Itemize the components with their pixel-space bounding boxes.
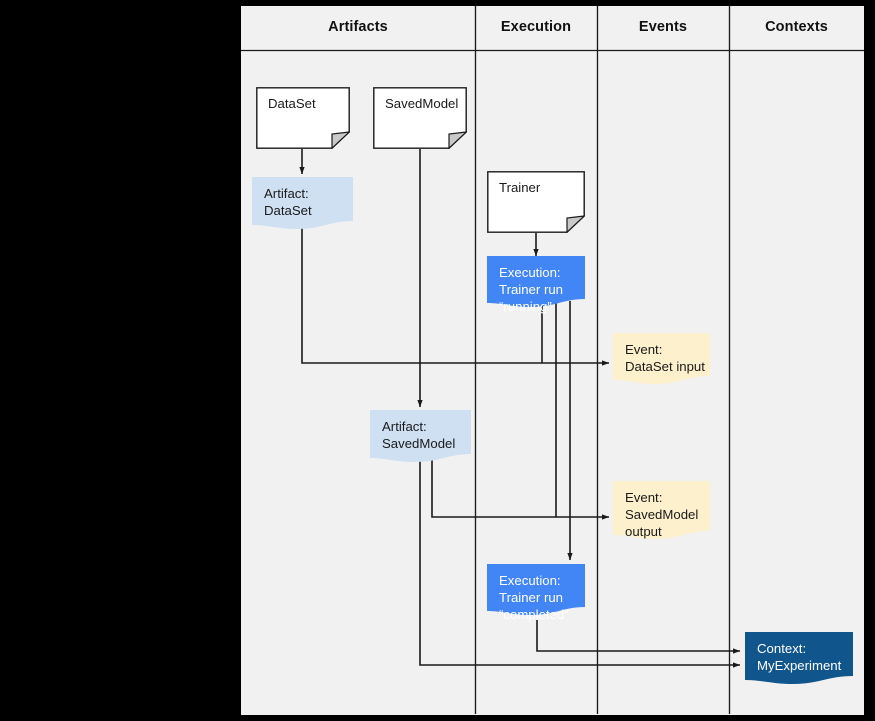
- edge-artifact-dataset-to-event: [301, 225, 610, 366]
- edge-artifact-savedmodel-to-context: [419, 458, 741, 668]
- node-label: Artifact: SavedModel: [382, 419, 456, 451]
- node-artifact-dataset[interactable]: Artifact: DataSet: [252, 177, 353, 232]
- wave-doc-shape: [370, 410, 471, 462]
- node-artifact-savedmodel[interactable]: Artifact: SavedModel: [370, 410, 471, 465]
- folded-corner-shape: [256, 87, 350, 149]
- node-label: Trainer: [499, 180, 541, 195]
- wave-doc-shape: [252, 177, 353, 229]
- edge-execution-completed-to-context: [536, 620, 741, 654]
- lane-title-contexts: Contexts: [765, 19, 828, 35]
- lane-title-execution: Execution: [500, 19, 572, 35]
- node-label: Execution: Trainer run “running”: [499, 265, 564, 314]
- node-label: DataSet: [268, 96, 316, 111]
- wave-doc-shape: [613, 333, 710, 384]
- node-dataset-type[interactable]: DataSet: [256, 87, 350, 149]
- node-event-dataset-input[interactable]: Event: DataSet input: [613, 333, 710, 388]
- wave-doc-shape: [745, 632, 853, 684]
- lane-title-artifacts: Artifacts: [328, 19, 388, 35]
- node-label: SavedModel: [385, 96, 459, 111]
- edge-artifact-savedmodel-to-event: [431, 460, 610, 520]
- wave-doc-shape: [487, 256, 585, 307]
- wave-doc-shape: [613, 481, 710, 539]
- node-label: Event: DataSet input: [625, 342, 705, 374]
- node-label: Context: MyExperiment: [757, 641, 842, 673]
- node-label: Artifact: DataSet: [264, 186, 312, 218]
- node-savedmodel-type[interactable]: SavedModel: [373, 87, 467, 149]
- node-execution-running[interactable]: Execution: Trainer run “running”: [487, 256, 585, 314]
- node-context-myexperiment[interactable]: Context: MyExperiment: [745, 632, 853, 688]
- folded-corner-shape: [487, 171, 585, 233]
- folded-corner-shape: [373, 87, 467, 149]
- node-label: Execution: Trainer run “completed”: [499, 573, 569, 622]
- node-execution-completed[interactable]: Execution: Trainer run “completed”: [487, 564, 585, 622]
- node-label: Event: SavedModel output: [625, 490, 699, 539]
- lane-title-events: Events: [638, 19, 688, 35]
- node-trainer-type[interactable]: Trainer: [487, 171, 585, 233]
- node-event-savedmodel-output[interactable]: Event: SavedModel output: [613, 481, 710, 543]
- wave-doc-shape: [487, 564, 585, 615]
